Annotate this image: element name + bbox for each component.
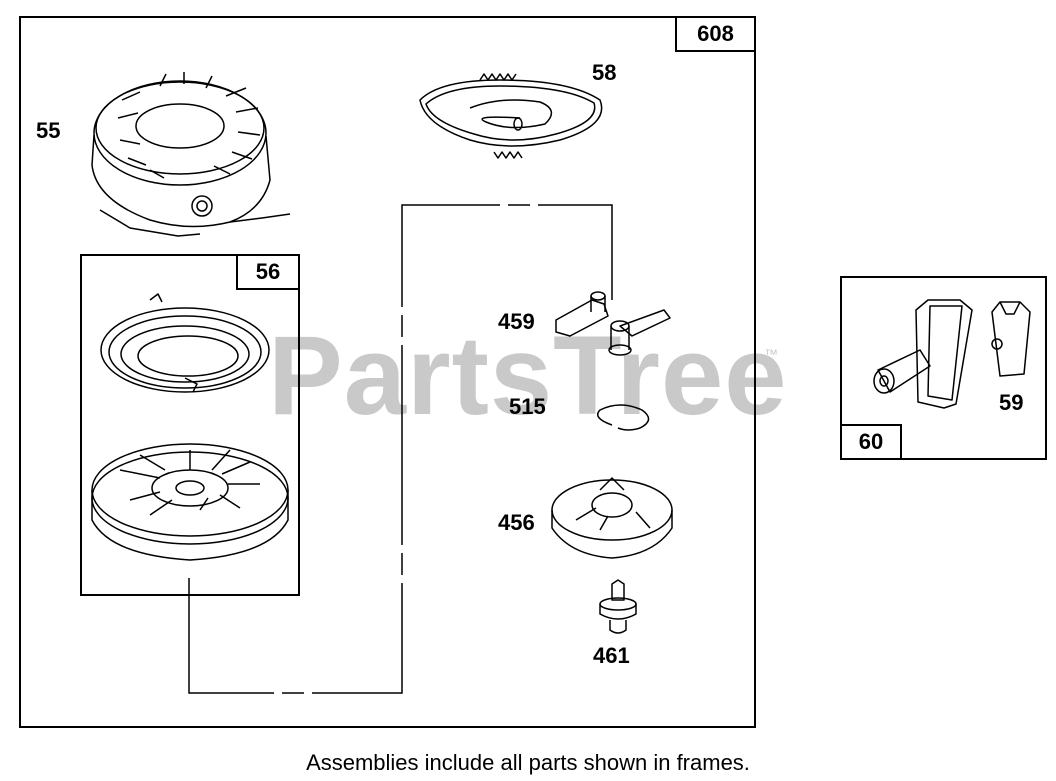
part-515-label[interactable]: 515 bbox=[509, 394, 546, 419]
recoil-spring-drawing[interactable] bbox=[100, 293, 270, 393]
starter-handle-drawing[interactable] bbox=[873, 299, 973, 409]
starter-housing-drawing[interactable] bbox=[91, 72, 291, 237]
screw-drawing[interactable] bbox=[599, 579, 637, 634]
trademark-symbol: ™ bbox=[764, 346, 778, 362]
pulley-drawing[interactable] bbox=[91, 443, 289, 561]
pulley-assembly-frame bbox=[80, 254, 300, 596]
part-59-label[interactable]: 59 bbox=[999, 390, 1024, 415]
part-58-label[interactable]: 58 bbox=[592, 60, 617, 85]
assembly-connector-lines bbox=[188, 204, 613, 694]
main-assembly-frame bbox=[19, 16, 756, 728]
retainer-ring-drawing[interactable] bbox=[597, 404, 650, 431]
part-456-label[interactable]: 456 bbox=[498, 510, 535, 535]
frames-caption: Assemblies include all parts shown in fr… bbox=[306, 750, 750, 775]
main-assembly-tag[interactable]: 608 bbox=[675, 16, 756, 52]
handle-assembly-tag[interactable]: 60 bbox=[840, 424, 902, 460]
dog-pawl-drawing[interactable] bbox=[555, 291, 671, 356]
part-459-label[interactable]: 459 bbox=[498, 309, 535, 334]
handle-assembly-frame bbox=[840, 276, 1047, 460]
ratchet-drawing[interactable] bbox=[551, 477, 673, 559]
part-461-label[interactable]: 461 bbox=[593, 643, 630, 668]
watermark-text: PartsTree bbox=[268, 313, 788, 438]
handle-insert-drawing[interactable] bbox=[991, 301, 1031, 377]
part-55-label[interactable]: 55 bbox=[36, 118, 61, 143]
starter-rope-drawing[interactable] bbox=[419, 73, 603, 159]
pulley-assembly-tag[interactable]: 56 bbox=[236, 254, 300, 290]
